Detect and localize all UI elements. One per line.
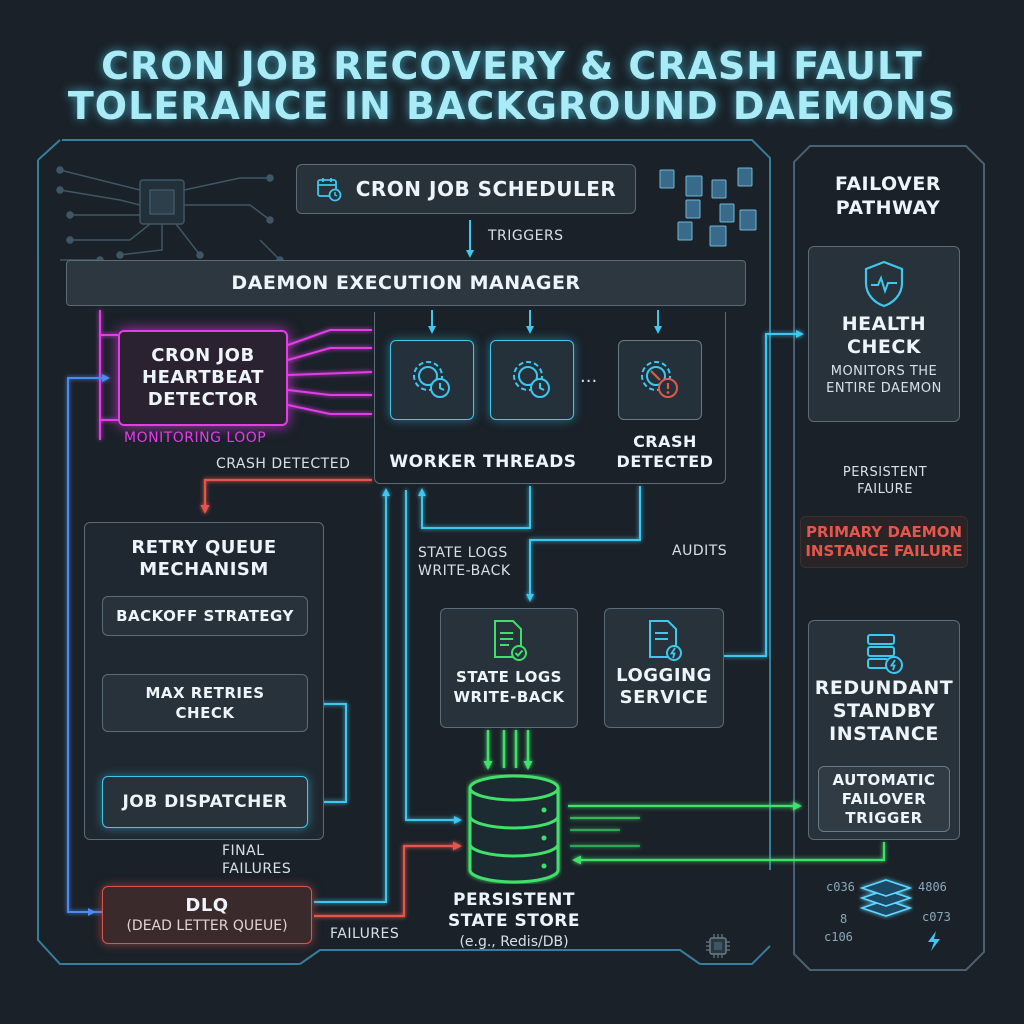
gear-clock-icon xyxy=(413,361,450,398)
state-logs-line-2: WRITE-BACK xyxy=(453,688,565,706)
scheduler-label: CRON JOB SCHEDULER xyxy=(355,177,617,201)
title-line-2: TOLERANCE IN BACKGROUND DAEMONS xyxy=(67,84,957,128)
state-logs-edge-line-1: STATE LOGS xyxy=(418,545,508,561)
health-sub-1: MONITORS THE xyxy=(830,364,938,379)
max-retries-check[interactable]: MAX RETRIES CHECK xyxy=(102,674,308,732)
health-sub-2: ENTIRE DAEMON xyxy=(826,381,942,396)
auto-line-2: FAILOVER xyxy=(841,789,927,808)
gear-clock-icon xyxy=(513,361,550,398)
document-bolt-icon xyxy=(649,620,682,661)
heartbeat-detector[interactable]: CRON JOB HEARTBEAT DETECTOR xyxy=(118,330,288,426)
final-failures-line-2: FAILURES xyxy=(222,861,292,877)
heartbeat-line-1: CRON JOB xyxy=(151,345,255,366)
persistent-state-store: PERSISTENT STATE STORE (e.g., Redis/DB) xyxy=(432,890,596,952)
dispatcher-label: JOB DISPATCHER xyxy=(122,792,288,812)
shield-heartbeat-icon xyxy=(864,260,904,308)
heartbeat-line-3: DETECTOR xyxy=(147,389,259,410)
code-4806: 4806 xyxy=(918,880,947,894)
code-8: 8 xyxy=(840,912,848,926)
worker-threads-group xyxy=(374,312,726,484)
store-line-1: PERSISTENT xyxy=(452,890,575,910)
code-c106: c106 xyxy=(824,930,853,944)
standby-line-1: REDUNDANT xyxy=(814,677,954,699)
worker-threads-label: WORKER THREADS xyxy=(389,452,577,472)
circuit-decoration xyxy=(56,166,284,264)
title-line-1: CRON JOB RECOVERY & CRASH FAULT xyxy=(101,44,923,88)
worker-thread-1[interactable] xyxy=(390,340,474,420)
persistent-failure-line-1: PERSISTENT xyxy=(842,465,928,480)
persistent-failure-label: PERSISTENT FAILURE xyxy=(830,464,940,498)
primary-daemon-failure[interactable]: PRIMARY DAEMON INSTANCE FAILURE xyxy=(800,516,968,568)
job-dispatcher[interactable]: JOB DISPATCHER xyxy=(102,776,308,828)
store-line-2: STATE STORE xyxy=(448,911,580,931)
daemon-execution-manager[interactable]: DAEMON EXECUTION MANAGER xyxy=(66,260,746,306)
failover-title-line-2: PATHWAY xyxy=(835,197,941,219)
standby-line-3: INSTANCE xyxy=(829,723,939,745)
server-stack-icon xyxy=(859,879,913,917)
chip-icon xyxy=(706,934,730,958)
worker-ellipsis: ... xyxy=(580,366,598,387)
backoff-label: BACKOFF STRATEGY xyxy=(116,607,294,625)
dlq-label: DLQ xyxy=(185,895,229,916)
retry-title-line-2: MECHANISM xyxy=(139,559,269,580)
database-icon[interactable] xyxy=(466,774,562,884)
max-retries-line-1: MAX RETRIES xyxy=(145,684,265,702)
document-icons xyxy=(659,167,757,247)
lightning-icon xyxy=(928,931,940,951)
server-bolt-icon xyxy=(867,634,903,674)
health-line-1: HEALTH xyxy=(841,313,927,335)
auto-line-3: TRIGGER xyxy=(845,808,923,827)
logging-line-2: SERVICE xyxy=(619,687,709,708)
final-failures-line-1: FINAL xyxy=(222,843,265,859)
triggers-label: TRIGGERS xyxy=(488,228,564,244)
code-c036: c036 xyxy=(826,880,855,894)
document-check-icon xyxy=(494,620,527,661)
worker-thread-crashed[interactable] xyxy=(618,340,702,420)
primary-failure-line-2: INSTANCE FAILURE xyxy=(805,542,963,560)
health-check[interactable]: HEALTH CHECK MONITORS THE ENTIRE DAEMON xyxy=(808,246,960,422)
heartbeat-line-2: HEARTBEAT xyxy=(142,367,264,388)
crash-label-line-2: DETECTED xyxy=(616,452,714,471)
daemon-manager-label: DAEMON EXECUTION MANAGER xyxy=(231,272,581,294)
code-c073: c073 xyxy=(922,910,951,924)
logging-line-1: LOGGING xyxy=(616,665,712,686)
cron-job-scheduler[interactable]: CRON JOB SCHEDULER xyxy=(296,164,636,214)
auto-line-1: AUTOMATIC xyxy=(832,770,936,789)
health-line-2: CHECK xyxy=(847,336,921,358)
dead-letter-queue[interactable]: DLQ (DEAD LETTER QUEUE) xyxy=(102,886,312,944)
crash-detected-edge-label: CRASH DETECTED xyxy=(216,456,351,472)
calendar-clock-icon xyxy=(316,178,342,202)
logging-service[interactable]: LOGGING SERVICE xyxy=(604,608,724,728)
final-failures-label: FINAL FAILURES xyxy=(222,842,291,878)
crash-label-line-1: CRASH xyxy=(633,432,697,451)
backoff-strategy[interactable]: BACKOFF STRATEGY xyxy=(102,596,308,636)
monitoring-loop-label: MONITORING LOOP xyxy=(124,430,267,446)
crash-detected-worker-label: CRASH DETECTED xyxy=(610,432,720,472)
state-logs-edge-label: STATE LOGS WRITE-BACK xyxy=(418,544,511,580)
worker-thread-2[interactable] xyxy=(490,340,574,420)
gear-error-icon xyxy=(641,361,678,398)
retry-title-line-1: RETRY QUEUE xyxy=(131,537,277,558)
failures-edge-label: FAILURES xyxy=(330,926,400,942)
dlq-sub: (DEAD LETTER QUEUE) xyxy=(126,918,288,934)
state-logs-edge-line-2: WRITE-BACK xyxy=(418,563,511,579)
audits-edge-label: AUDITS xyxy=(672,543,728,559)
standby-line-2: STANDBY xyxy=(832,700,936,722)
state-logs-line-1: STATE LOGS xyxy=(456,668,562,686)
failover-title-line-1: FAILOVER xyxy=(835,173,941,195)
persistent-failure-line-2: FAILURE xyxy=(857,482,913,497)
state-logs-write-back[interactable]: STATE LOGS WRITE-BACK xyxy=(440,608,578,728)
automatic-failover-trigger[interactable]: AUTOMATIC FAILOVER TRIGGER xyxy=(818,766,950,832)
max-retries-line-2: CHECK xyxy=(175,704,235,722)
primary-failure-line-1: PRIMARY DAEMON xyxy=(805,523,962,541)
store-sub: (e.g., Redis/DB) xyxy=(459,934,569,950)
failover-title: FAILOVER PATHWAY xyxy=(800,172,976,220)
